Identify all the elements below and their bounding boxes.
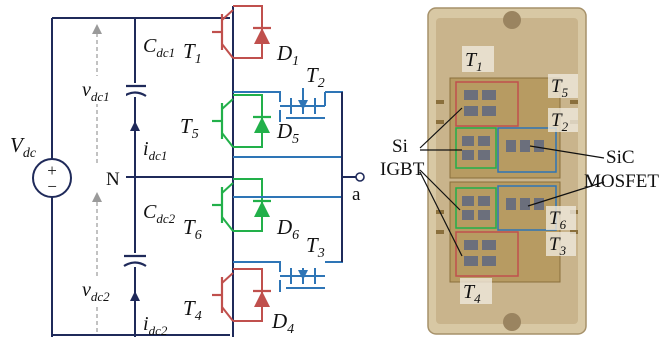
output-label: a <box>352 184 361 205</box>
callout-arrows <box>419 107 605 257</box>
source-plus: + <box>47 161 57 180</box>
photo-tag-t4: T4 <box>463 281 481 306</box>
module-photo: T1 T5 T2 T6 T3 T4 Si IGBT SiC MOSFET <box>380 7 659 335</box>
d6-label: D6 <box>276 215 299 243</box>
t4-label: T4 <box>183 296 202 324</box>
region-t4 <box>455 231 519 277</box>
photo-tag-t5: T5 <box>551 76 569 100</box>
igbt-t5 <box>212 94 271 148</box>
t2-label: T2 <box>306 63 325 91</box>
d1-label: D1 <box>276 41 299 69</box>
photo-tag-t1: T1 <box>465 49 483 74</box>
mount-hole-bottom <box>503 313 521 331</box>
t6-label: T6 <box>183 215 202 243</box>
d4-label: D4 <box>271 309 294 337</box>
igbt-t6 <box>212 178 271 232</box>
capacitor-icon-2 <box>122 253 148 267</box>
source-minus: − <box>47 177 57 196</box>
mosfet-t3-arrow <box>298 270 308 280</box>
vdc1-label: vdc1 <box>82 79 110 104</box>
mount-hole-top <box>503 11 521 29</box>
si-label: Si <box>392 136 408 157</box>
dies <box>462 90 544 266</box>
mosfet-t2-arrow <box>298 100 308 110</box>
igbt-t1 <box>212 5 271 59</box>
tag-backgrounds <box>460 46 578 304</box>
idc1-label: idc1 <box>143 138 167 163</box>
photo-tag-t3: T3 <box>549 234 567 258</box>
dc-source-icon <box>32 158 72 198</box>
t3-label: T3 <box>306 233 325 261</box>
mosfet-label: MOSFET <box>584 171 659 192</box>
idc2-arrowhead <box>130 291 140 301</box>
igbt-t4 <box>212 268 271 322</box>
cap-label-1: Cdc1 <box>143 35 175 60</box>
t5-label: T5 <box>180 114 199 142</box>
idc2-label: idc2 <box>143 313 168 337</box>
idc1-arrowhead <box>130 121 140 131</box>
schematic: + − Vdc Cdc1 Cdc2 vdc1 vdc2 idc1 idc2 <box>10 5 365 337</box>
vdc1-arrowhead <box>92 24 102 34</box>
region-t5 <box>455 127 497 169</box>
photo-tag-t2: T2 <box>551 110 569 134</box>
capacitor-icon-1 <box>122 83 148 97</box>
igbt-label: IGBT <box>380 159 425 180</box>
sic-label: SiC <box>606 147 635 168</box>
region-t1 <box>455 81 519 127</box>
vdc2-label: vdc2 <box>82 279 110 304</box>
vdc2-arrowhead <box>92 192 102 202</box>
d5-label: D5 <box>276 119 299 147</box>
cap-label-2: Cdc2 <box>143 201 176 226</box>
output-terminal <box>355 172 365 182</box>
photo-tag-t6: T6 <box>549 208 567 232</box>
t1-label: T1 <box>183 39 202 67</box>
source-label: Vdc <box>10 133 37 161</box>
neutral-label: N <box>106 169 120 190</box>
region-t6 <box>455 187 497 229</box>
mosfet-t3 <box>233 196 343 292</box>
